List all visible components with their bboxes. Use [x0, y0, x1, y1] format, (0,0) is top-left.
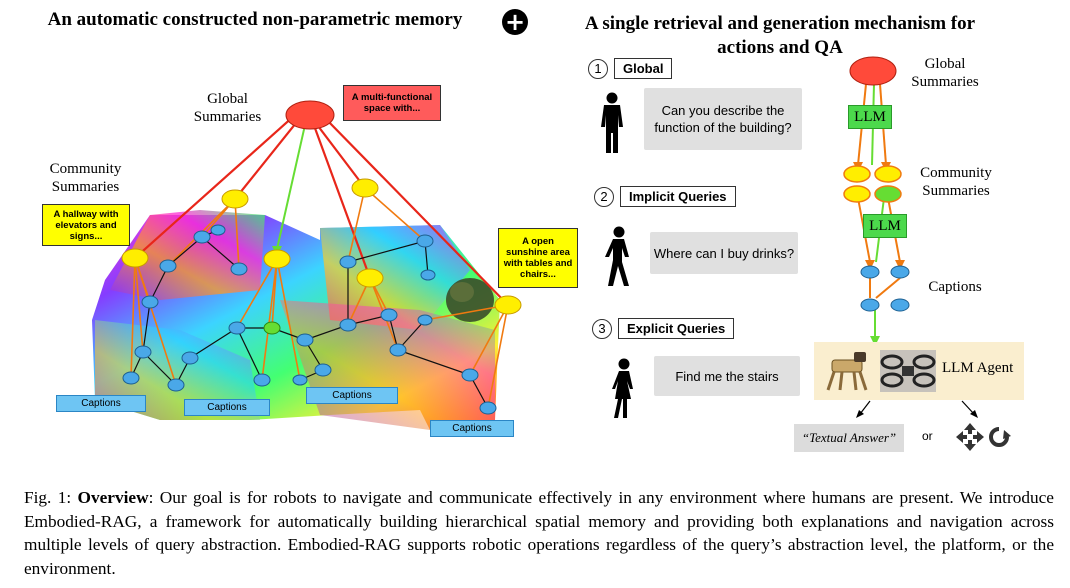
figure-caption-bold: Overview: [77, 488, 149, 507]
retrieval-hierarchy-graph: [843, 56, 910, 346]
step-number: 3: [592, 318, 612, 339]
step-label: Global: [614, 58, 673, 79]
query-bubble-implicit: Where can I buy drinks?: [650, 232, 798, 274]
right-captions-label: Captions: [928, 279, 982, 295]
step-global: 1 Global: [588, 58, 673, 79]
hallway-summary-callout: A hallway with elevators and signs...: [42, 204, 130, 246]
step-label: Explicit Queries: [618, 318, 735, 339]
person-walking-woman-icon: [612, 358, 633, 418]
global-summary-callout: A multi-functional space with...: [343, 85, 441, 121]
right-community-summaries-label: Community Summaries: [920, 165, 992, 199]
step-number: 1: [588, 58, 608, 79]
figure-caption: Fig. 1: Overview: Our goal is for robots…: [24, 486, 1054, 580]
figure-caption-prefix: Fig. 1:: [24, 488, 78, 507]
step-number: 2: [594, 186, 614, 207]
llm-agent-label: LLM Agent: [942, 360, 1014, 376]
or-label: or: [922, 429, 933, 443]
query-bubble-global: Can you describe the function of the bui…: [644, 88, 802, 150]
right-global-summaries-label: Global Summaries: [911, 56, 979, 90]
query-bubble-explicit: Find me the stairs: [654, 356, 800, 396]
figure-caption-text: : Our goal is for robots to navigate and…: [24, 488, 1054, 578]
navigation-action-icon: [956, 423, 1011, 451]
llm-box-lower: LLM: [863, 214, 907, 238]
step-explicit-queries: 3 Explicit Queries: [592, 318, 735, 339]
building-point-cloud-map: [92, 100, 522, 430]
llm-box-upper: LLM: [848, 105, 892, 129]
output-arrows: [856, 400, 978, 418]
step-implicit-queries: 2 Implicit Queries: [594, 186, 736, 207]
sunshine-area-summary-callout: A open sunshine area with tables and cha…: [498, 228, 578, 288]
left-panel-title: An automatic constructed non-parametric …: [47, 9, 463, 30]
llm-agent-panel: LLM Agent: [814, 342, 1024, 400]
step-label: Implicit Queries: [620, 186, 736, 207]
left-global-summaries-label: Global Summaries: [193, 91, 262, 125]
captions-box-3: Captions: [306, 387, 398, 404]
person-walking-icon: [605, 226, 629, 286]
left-community-summaries-label: Community Summaries: [49, 161, 122, 195]
right-panel-title: A single retrieval and generation mechan…: [584, 13, 976, 58]
plus-icon: +: [502, 9, 528, 35]
captions-box-1: Captions: [56, 395, 146, 412]
quadruped-robot-icon: [826, 352, 868, 391]
captions-box-4: Captions: [430, 420, 514, 437]
person-standing-icon: [601, 92, 623, 153]
textual-answer-output: “Textual Answer”: [794, 424, 904, 452]
captions-box-2: Captions: [184, 399, 270, 416]
drone-icon: [880, 350, 936, 392]
